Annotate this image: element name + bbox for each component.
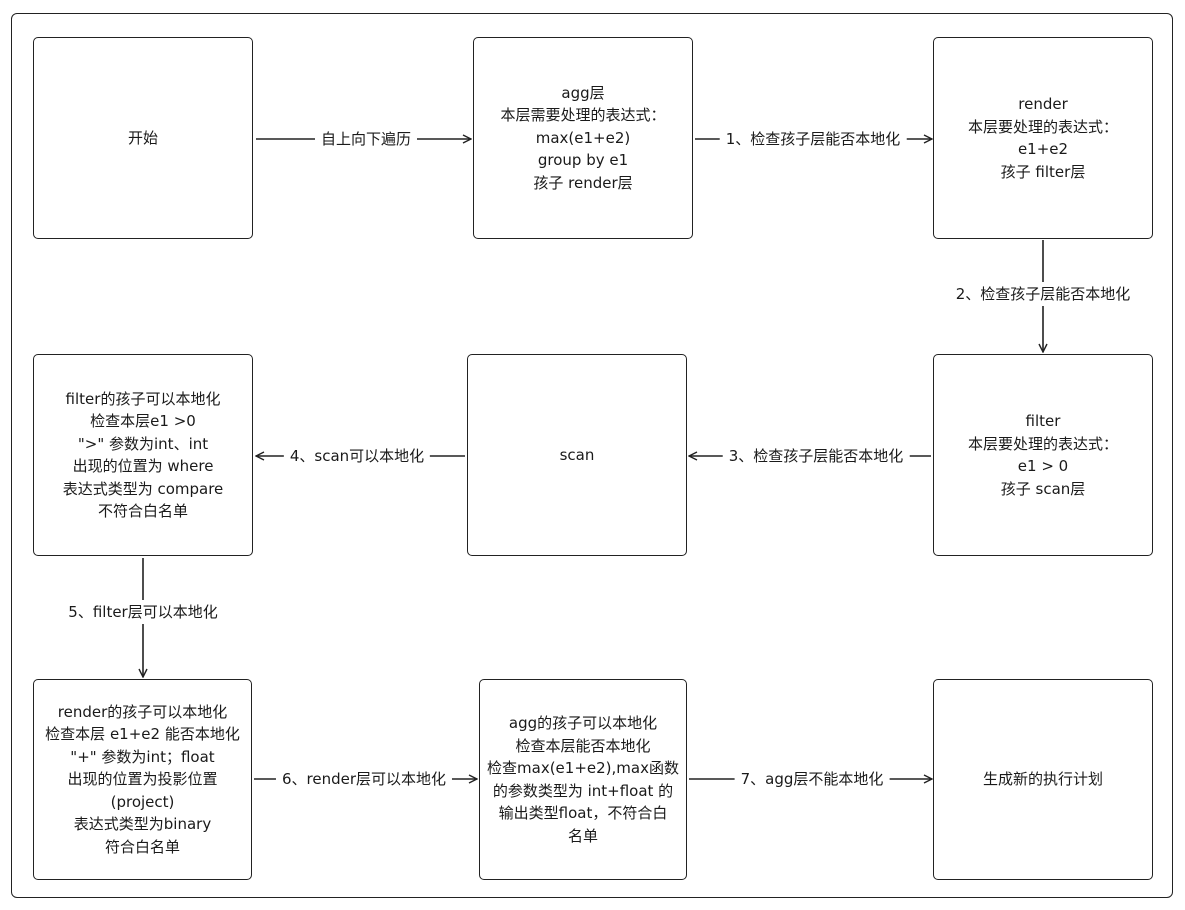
node-filter-check-line-6: 不符合白名单 [97,502,188,520]
node-scan: scan [467,354,687,556]
node-render-check-line-6: 表达式类型为binary [73,815,212,834]
node-filter-line-1: filter [1025,412,1061,430]
node-agg-line-3: max(e1+e2) [535,128,631,147]
node-plan-line-1: 生成新的执行计划 [982,770,1103,789]
node-filter-check-line-3: ">" 参数为int、int [77,434,209,453]
edge-label-1: 1、检查孩子层能否本地化 [719,129,907,149]
node-agg-line-5: 孩子 render层 [533,173,633,192]
node-filter-check-line-5: 表达式类型为 compare [62,479,224,498]
node-agg-line-2: 本层需要处理的表达式： [500,106,666,125]
node-agg: agg层 本层需要处理的表达式： max(e1+e2) group by e1 … [473,37,693,239]
edge-label-4: 4、scan可以本地化 [283,446,431,466]
node-render-check: render的孩子可以本地化 检查本层 e1+e2 能否本地化 "+" 参数为i… [33,679,252,880]
edge-label-3: 3、检查孩子层能否本地化 [722,446,910,466]
node-agg-check-line-3: 检查max(e1+e2),max函数 [487,759,679,777]
node-render-check-line-2: 检查本层 e1+e2 能否本地化 [45,725,240,744]
node-render-line-2: 本层要处理的表达式： [967,117,1118,136]
node-scan-line-1: scan [559,445,595,464]
node-filter-check-line-1: filter的孩子可以本地化 [65,389,221,408]
node-render-line-1: render [1018,95,1068,113]
node-agg-check: agg的孩子可以本地化 检查本层能否本地化 检查max(e1+e2),max函数… [479,679,687,880]
edge-label-6: 6、render层可以本地化 [275,769,453,789]
node-render-line-4: 孩子 filter层 [1000,162,1086,181]
node-start: 开始 [33,37,253,239]
edge-label-5: 5、filter层可以本地化 [60,600,226,624]
node-agg-check-line-5: 输出类型float，不符合白 [498,804,668,822]
node-agg-line-1: agg层 [561,83,605,102]
node-render-check-line-3: "+" 参数为int；float [70,747,215,766]
node-render-line-3: e1+e2 [1017,140,1069,158]
node-filter-check: filter的孩子可以本地化 检查本层e1 >0 ">" 参数为int、int … [33,354,253,556]
node-filter-check-line-2: 检查本层e1 >0 [90,412,196,430]
node-filter-check-line-4: 出现的位置为 where [72,457,214,475]
node-start-line-1: 开始 [127,128,158,147]
node-agg-check-line-4: 的参数类型为 int+float 的 [492,781,674,800]
node-agg-check-line-2: 检查本层能否本地化 [515,736,651,755]
diagram-frame [11,13,1173,898]
node-filter: filter 本层要处理的表达式： e1 > 0 孩子 scan层 [933,354,1153,556]
node-filter-line-4: 孩子 scan层 [1000,479,1086,498]
node-render-check-line-7: 符合白名单 [104,837,180,856]
node-filter-line-2: 本层要处理的表达式： [967,434,1118,453]
node-render-check-line-1: render的孩子可以本地化 [57,702,228,721]
edge-label-traverse: 自上向下遍历 [314,129,418,149]
node-agg-check-line-1: agg的孩子可以本地化 [508,714,658,732]
node-filter-line-3: e1 > 0 [1017,457,1069,475]
edge-label-2: 2、检查孩子层能否本地化 [947,282,1139,306]
node-render: render 本层要处理的表达式： e1+e2 孩子 filter层 [933,37,1153,239]
node-agg-check-line-6: 名单 [567,826,598,845]
node-render-check-line-5: (project) [110,792,175,811]
node-plan: 生成新的执行计划 [933,679,1153,880]
edge-label-7: 7、agg层不能本地化 [734,769,890,789]
node-agg-line-4: group by e1 [537,151,629,170]
node-render-check-line-4: 出现的位置为投影位置 [67,770,218,789]
